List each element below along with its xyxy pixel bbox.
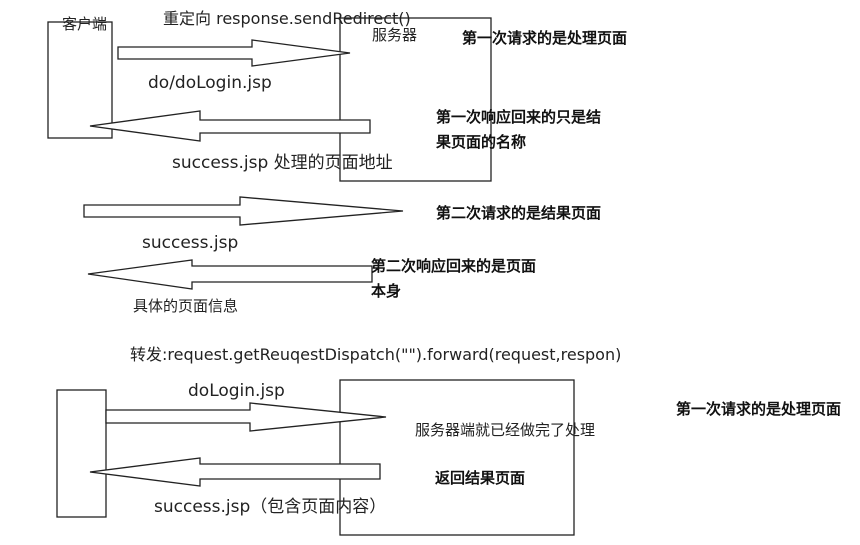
forward-server-text: 服务器端就已经做完了处理 — [415, 421, 596, 439]
forward-heading: 转发:request.getReuqestDispatch("").forwar… — [130, 345, 622, 364]
redirect-note-1: 第一次请求的是处理页面 — [462, 29, 628, 47]
forward-response-arrow — [89, 457, 381, 487]
redirect-server-box — [339, 17, 492, 182]
redirect-heading: 重定向 response.sendRedirect() — [163, 9, 411, 28]
redirect-response-arrow-2 — [87, 259, 373, 290]
forward-server-box — [339, 379, 575, 536]
redirect-note-2: 第一次响应回来的只是结果页面的名称 — [436, 108, 602, 151]
forward-arrow1-label: doLogin.jsp — [188, 381, 285, 401]
redirect-client-label: 客户端 — [62, 15, 108, 33]
redirect-note-4: 第二次响应回来的是页面本身 — [371, 257, 537, 300]
redirect-server-label: 服务器 — [372, 26, 418, 44]
redirect-request-arrow-1 — [117, 39, 351, 67]
forward-note-1: 第一次请求的是处理页面 — [676, 400, 842, 418]
redirect-response-arrow-1 — [89, 110, 371, 142]
redirect-note-3: 第二次请求的是结果页面 — [436, 204, 602, 222]
forward-server-result: 返回结果页面 — [435, 469, 526, 487]
forward-arrow2-label: success.jsp（包含页面内容） — [154, 497, 387, 517]
redirect-arrow4-label: 具体的页面信息 — [133, 297, 239, 315]
redirect-arrow1-label: do/doLogin.jsp — [148, 73, 272, 93]
forward-client-box — [56, 389, 107, 518]
forward-request-arrow — [105, 402, 387, 432]
redirect-arrow3-label: success.jsp — [142, 233, 239, 253]
redirect-client-box — [47, 21, 113, 139]
redirect-arrow2-label: success.jsp 处理的页面地址 — [172, 153, 393, 173]
redirect-request-arrow-2 — [83, 196, 404, 226]
